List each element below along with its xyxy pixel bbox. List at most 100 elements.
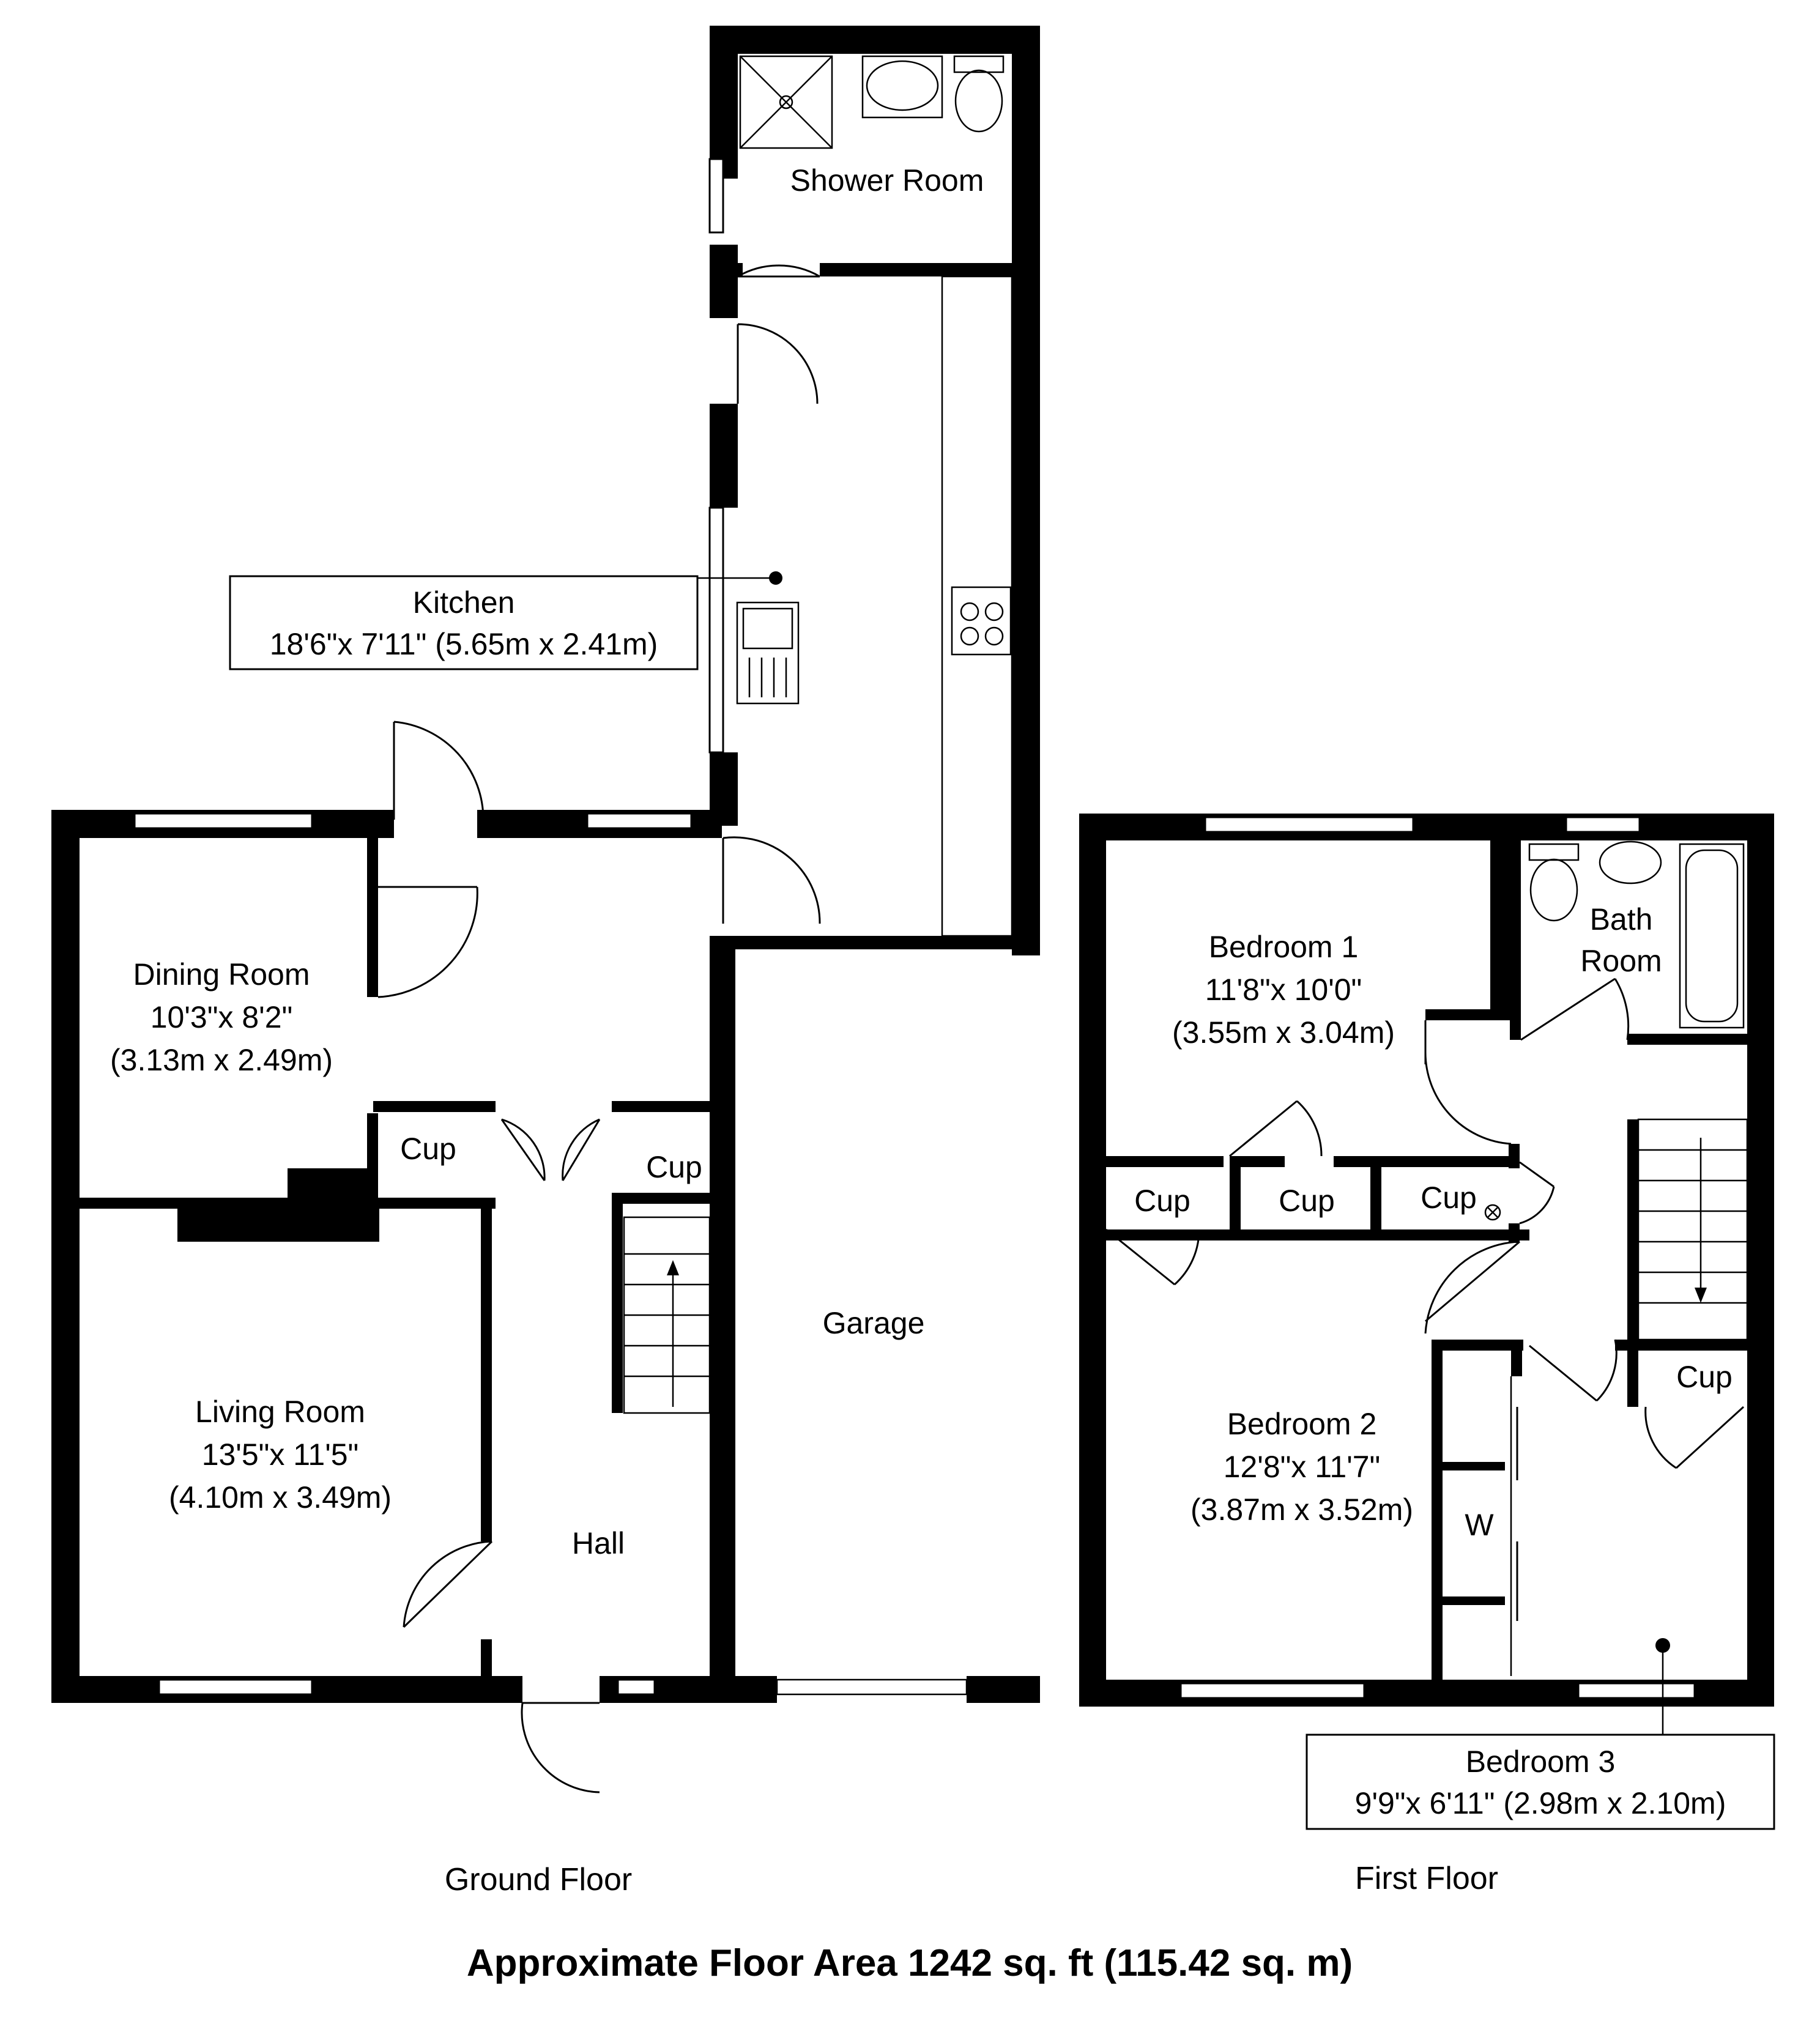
wall [710, 26, 738, 179]
wall [367, 832, 378, 997]
wall [722, 263, 743, 276]
bedroom2-dims-metric: (3.87m x 3.52m) [1190, 1493, 1413, 1527]
first-floor-caption: First Floor [1355, 1861, 1498, 1896]
wall [722, 936, 1040, 949]
bedroom3-dims: 9'9"x 6'11" (2.98m x 2.10m) [1355, 1786, 1726, 1820]
wall [710, 26, 1040, 54]
bedroom3-label: Bedroom 3 [1466, 1745, 1616, 1779]
garage-door [776, 1678, 968, 1696]
doors [1105, 977, 1745, 1469]
wall [1079, 814, 1106, 1707]
wall [1627, 1034, 1750, 1045]
window [617, 1678, 656, 1696]
wall [1627, 1119, 1638, 1340]
wall [1510, 838, 1521, 1040]
living-room-dims-imperial: 13'5"x 11'5" [202, 1437, 359, 1472]
stairs [623, 1216, 711, 1414]
wall [612, 1101, 722, 1112]
dining-room-label: Dining Room [133, 957, 310, 992]
cup-label: Cup [1279, 1184, 1335, 1218]
living-room-dims-metric: (4.10m x 3.49m) [169, 1480, 392, 1515]
wall [51, 810, 80, 1703]
bathtub-icon [1679, 843, 1745, 1029]
garage-label: Garage [823, 1306, 925, 1340]
wall [1509, 1144, 1520, 1168]
wall [1438, 1596, 1505, 1605]
wall [722, 936, 735, 1703]
wall [1101, 1156, 1224, 1167]
window [1577, 1682, 1696, 1699]
cup-label: Cup [1134, 1184, 1190, 1218]
wall [1425, 1009, 1517, 1020]
chimney [177, 1199, 379, 1242]
wall [1511, 1340, 1522, 1376]
wall [373, 1198, 496, 1209]
wall [1432, 1340, 1523, 1351]
cup-label: Cup [646, 1150, 702, 1184]
living-room-label: Living Room [195, 1395, 365, 1429]
bedroom2-dims-imperial: 12'8"x 11'7" [1224, 1450, 1381, 1484]
window [133, 812, 313, 829]
window [708, 506, 724, 754]
kitchen-label-box [229, 575, 699, 670]
toilet-icon [953, 55, 1005, 133]
first-floor: Bedroom 1 11'8"x 10'0" (3.55m x 3.04m) B… [1079, 814, 1775, 1896]
wall [1012, 26, 1040, 955]
ground-floor-caption: Ground Floor [445, 1862, 632, 1897]
bedroom1-dims-metric: (3.55m x 3.04m) [1172, 1015, 1395, 1050]
dining-room-dims-metric: (3.13m x 2.49m) [110, 1043, 333, 1077]
wall [1230, 1156, 1241, 1236]
cup-label: Cup [400, 1132, 456, 1166]
bedroom3-label-box [1306, 1734, 1775, 1830]
hall-label: Hall [572, 1526, 625, 1560]
wall [373, 1101, 496, 1112]
wall [710, 404, 738, 508]
shower-tray [739, 55, 833, 149]
wall [481, 1199, 492, 1541]
wall [1509, 1223, 1520, 1242]
wall [710, 936, 723, 1703]
window [708, 158, 724, 234]
sink-icon [736, 601, 800, 705]
bedroom1-dims-imperial: 11'8"x 10'0" [1205, 973, 1362, 1007]
bathroom-label: Bath [1590, 902, 1653, 936]
ground-floor: Shower Room Kitchen 18'6"x 7'11" (5.65m … [51, 26, 1040, 1897]
basin-icon [1599, 840, 1662, 884]
stairs [1637, 1118, 1748, 1341]
wall [1627, 1340, 1638, 1407]
wall [1432, 1340, 1443, 1688]
chimney [288, 1168, 373, 1205]
wall [1230, 1156, 1285, 1167]
total-floor-area: Approximate Floor Area 1242 sq. ft (115.… [467, 1942, 1353, 1984]
kitchen-dims: 18'6"x 7'11" (5.65m x 2.41m) [270, 627, 658, 661]
wall [612, 1193, 722, 1204]
bedroom2-label: Bedroom 2 [1227, 1407, 1377, 1441]
wall [612, 1193, 623, 1413]
dining-room-dims-imperial: 10'3"x 8'2" [150, 1000, 293, 1034]
window [158, 1678, 313, 1696]
wall [1101, 1229, 1529, 1240]
wall [481, 1639, 492, 1688]
kitchen-label: Kitchen [413, 585, 515, 620]
cup-label: Cup [1676, 1360, 1733, 1394]
extractor-icon [1484, 1204, 1501, 1221]
toilet-icon [1528, 843, 1580, 922]
wall [967, 1676, 1040, 1703]
bedroom1-label: Bedroom 1 [1209, 930, 1359, 964]
wall [820, 263, 1040, 276]
wall [1370, 1156, 1517, 1167]
shower-room-label: Shower Room [790, 163, 984, 198]
basin-icon [861, 55, 943, 119]
window [1204, 816, 1414, 833]
worktop [941, 275, 1013, 937]
wall [1334, 1156, 1370, 1167]
window [586, 812, 693, 829]
wall [1079, 814, 1774, 840]
wall [1438, 1462, 1505, 1470]
hob-icon [951, 586, 1012, 656]
wall [1615, 1340, 1747, 1351]
wall [710, 245, 738, 318]
wall [1747, 814, 1774, 1707]
cup-label: Cup [1421, 1181, 1477, 1215]
